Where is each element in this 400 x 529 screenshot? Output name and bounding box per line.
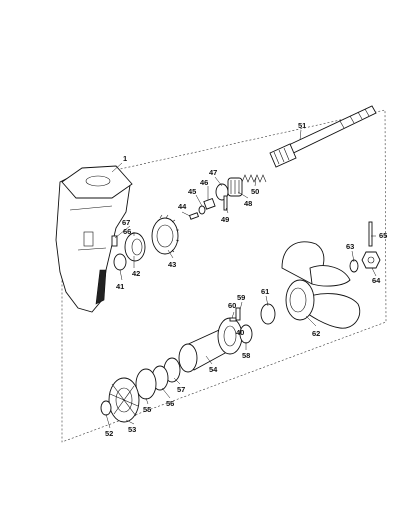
label-56: 56: [166, 399, 174, 408]
label-47: 47: [209, 168, 217, 177]
o-ring-55: [135, 368, 157, 400]
spring: [241, 174, 267, 183]
drive-shaft: [269, 105, 377, 168]
clutch-48: [227, 177, 243, 197]
label-59: 59: [237, 293, 245, 302]
dashed-frame: [61, 109, 387, 443]
bearing-42: [124, 232, 146, 262]
washer-63: [349, 259, 359, 273]
label-66: 66: [123, 227, 131, 236]
label-51: 51: [298, 121, 306, 130]
label-43: 43: [168, 260, 176, 269]
washer-60: [229, 317, 237, 322]
screw-67: [111, 235, 118, 247]
pin-49: [223, 195, 228, 211]
label-54: 54: [209, 365, 218, 374]
leader-lines: [105, 129, 377, 429]
label-57: 57: [177, 385, 185, 394]
pinion-gear-43: [151, 214, 180, 255]
cotter-pin-65: [368, 221, 373, 247]
label-40: 40: [236, 328, 244, 337]
label-65: 65: [379, 231, 387, 240]
label-46: 46: [200, 178, 208, 187]
label-45: 45: [188, 187, 196, 196]
label-41: 41: [116, 282, 124, 291]
label-60: 60: [228, 301, 236, 310]
label-64: 64: [372, 276, 381, 285]
gear-case-housing: [55, 165, 133, 313]
washer-45: [198, 205, 206, 215]
o-ring-41: [113, 253, 127, 271]
label-42: 42: [132, 269, 140, 278]
washer-61: [260, 303, 276, 325]
label-58: 58: [242, 351, 250, 360]
label-61: 61: [261, 287, 269, 296]
screw-59: [235, 307, 241, 321]
label-67: 67: [122, 218, 130, 227]
label-48: 48: [244, 199, 252, 208]
spacer-46: [203, 197, 216, 210]
forward-gear-53: [108, 377, 140, 423]
label-63: 63: [346, 242, 354, 251]
propeller: [281, 241, 361, 329]
part-labels: 1 40 41 42 43 44 45 46 47 48 49 50 51 52…: [105, 121, 387, 438]
label-50: 50: [251, 187, 259, 196]
label-44: 44: [178, 202, 187, 211]
label-55: 55: [143, 405, 151, 414]
label-62: 62: [312, 329, 320, 338]
nut-64: [361, 251, 381, 269]
bearing-carrier-54: [178, 317, 243, 373]
label-52: 52: [105, 429, 113, 438]
label-49: 49: [221, 215, 229, 224]
label-1: 1: [123, 154, 127, 163]
washer-52: [100, 400, 112, 416]
pin-44: [188, 212, 200, 220]
label-53: 53: [128, 425, 136, 434]
